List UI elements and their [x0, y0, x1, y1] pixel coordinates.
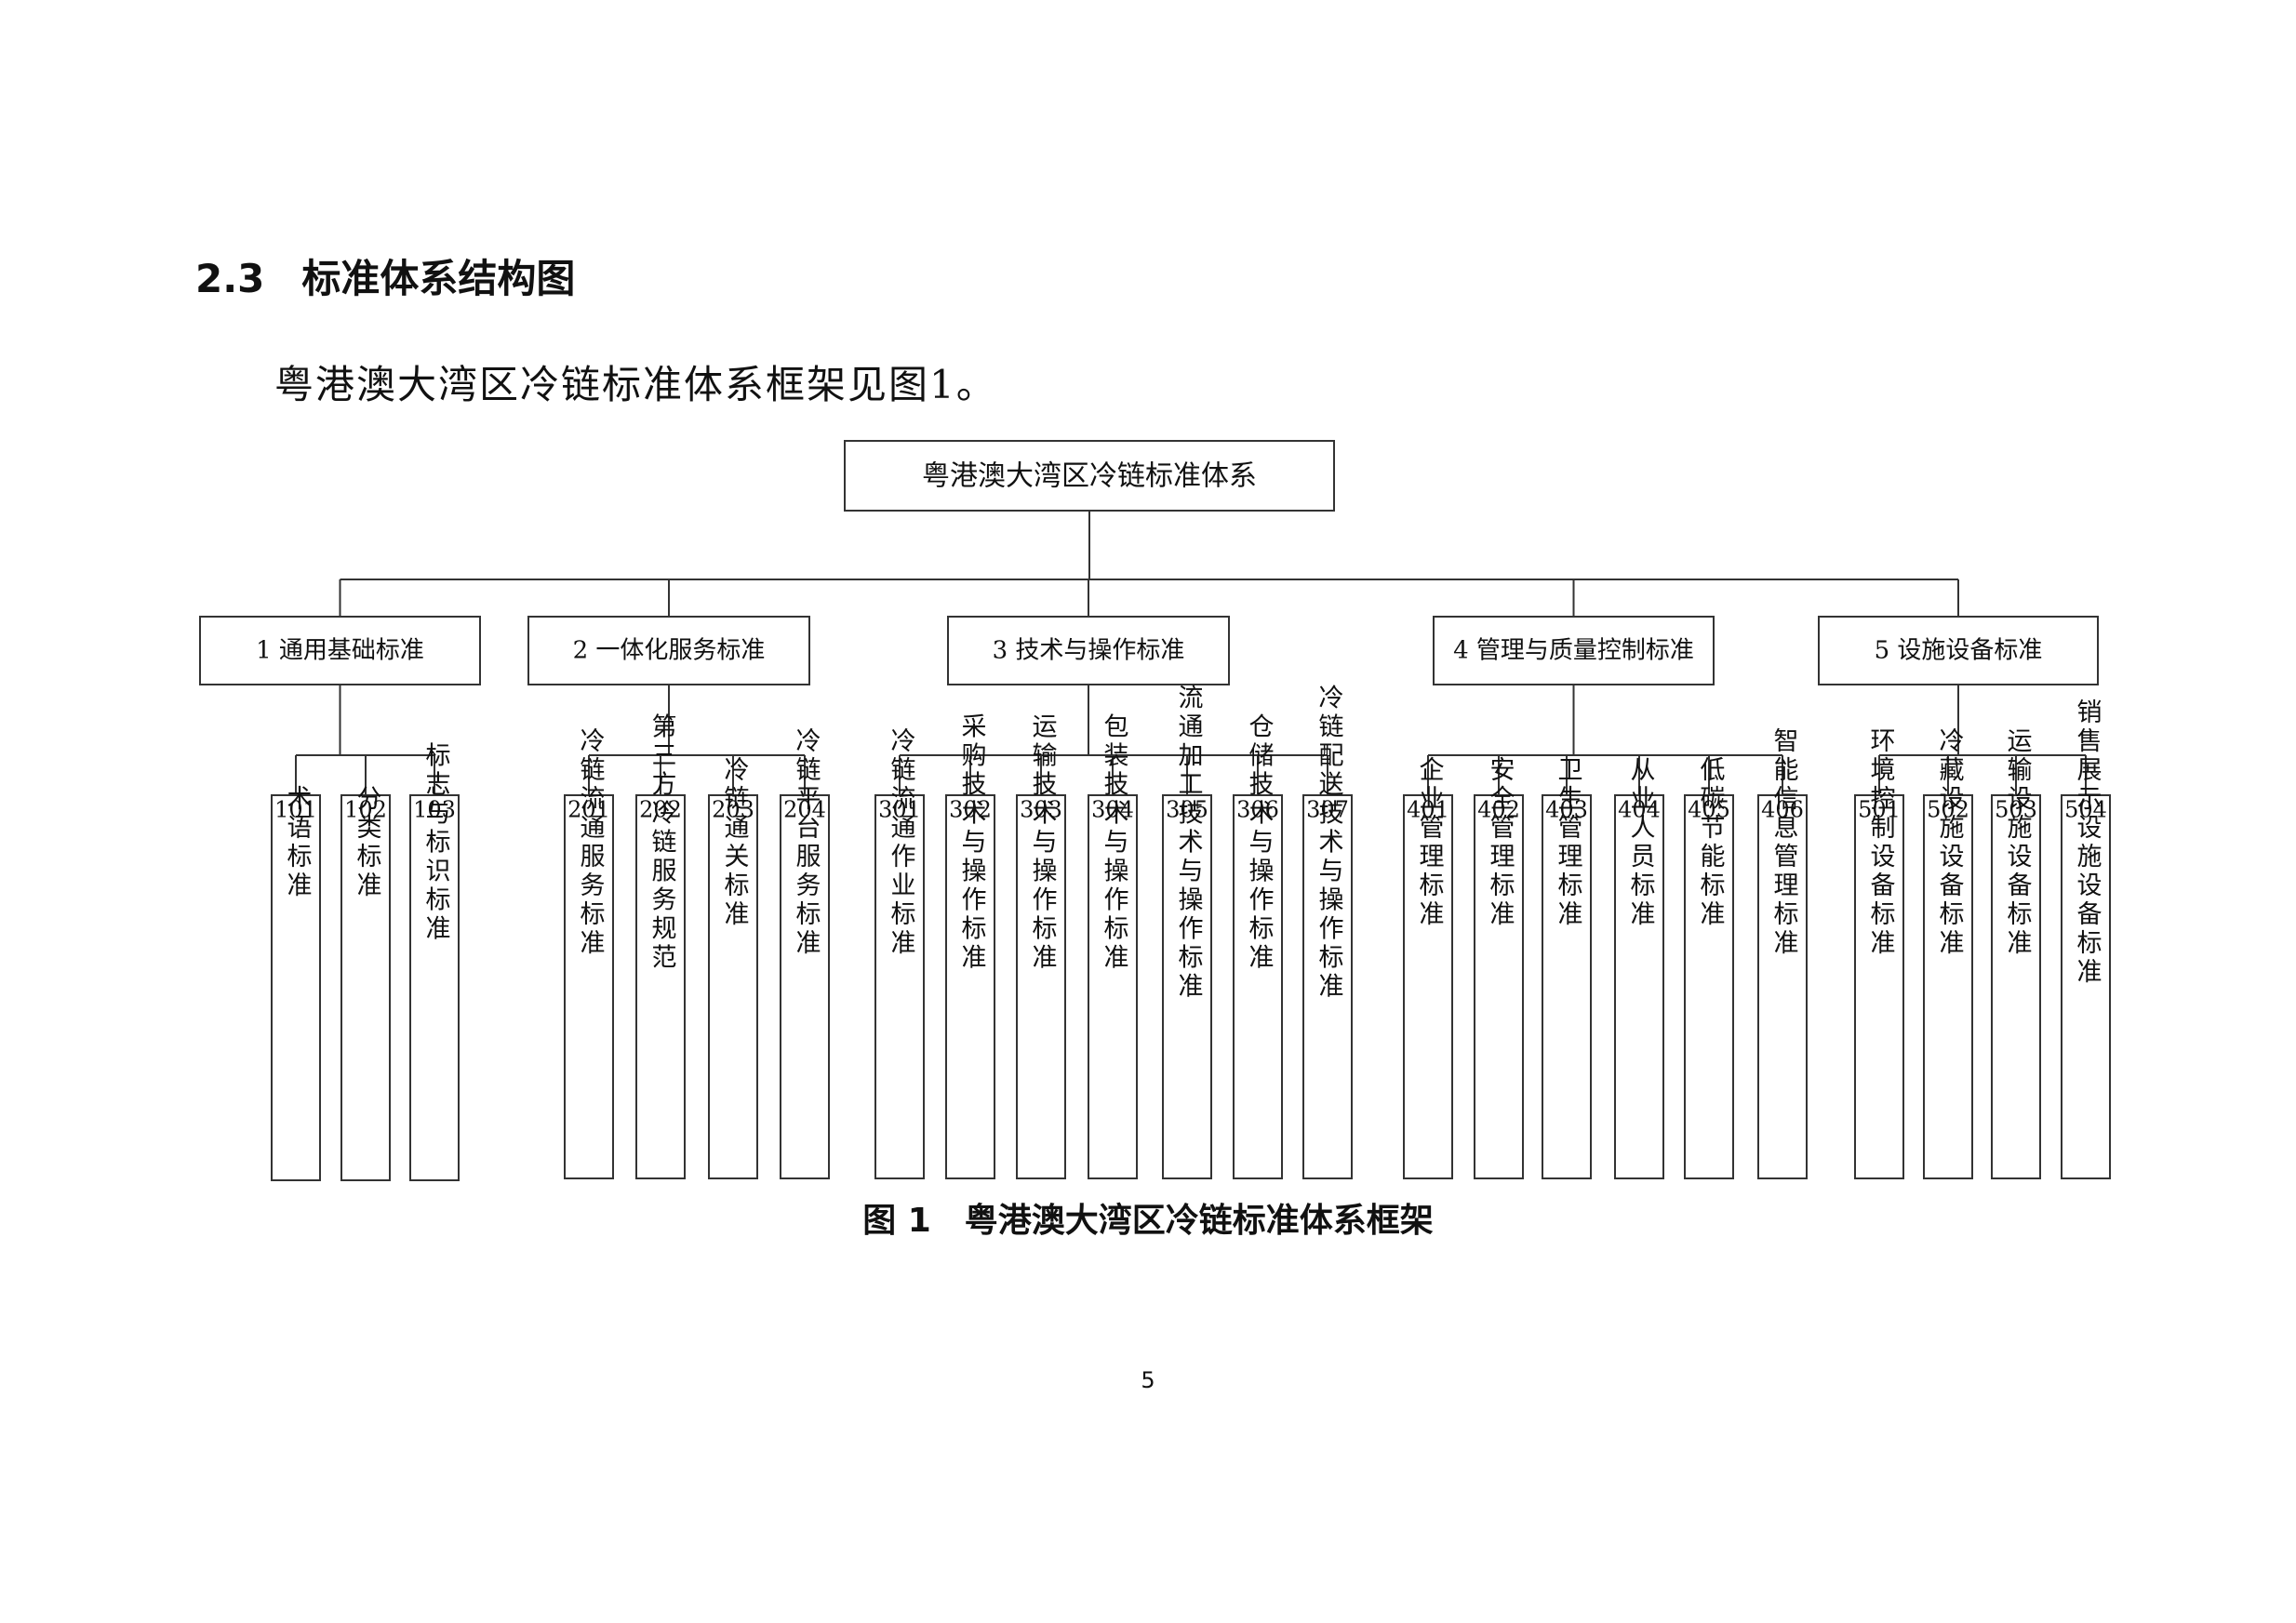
leaf-code: 503 [1995, 797, 2037, 823]
leaf-box [1684, 794, 1734, 1179]
leaf-box [1923, 794, 1973, 1179]
page-number: 5 [1141, 1367, 1155, 1393]
leaf-code: 301 [878, 797, 921, 823]
leaf-box [874, 794, 925, 1179]
category-label: 4 管理与质量控制标准 [1453, 637, 1694, 665]
leaf-code: 302 [949, 797, 992, 823]
intro-paragraph: 粤港澳大湾区冷链标准体系框架见图1。 [274, 362, 997, 407]
leaf-name: 流通加工技术与操作标准 [1174, 684, 1204, 1001]
leaf-code: 306 [1236, 797, 1279, 823]
leaf-code: 401 [1407, 797, 1449, 823]
leaf-code: 403 [1545, 797, 1588, 823]
leaf-code: 504 [2064, 797, 2107, 823]
leaf-box [564, 794, 614, 1179]
section-heading: 2.3 标准体系结构图 [195, 253, 575, 305]
leaf-box [409, 794, 460, 1181]
leaf-box [271, 794, 321, 1181]
leaf-code: 501 [1858, 797, 1901, 823]
leaf-name: 从业人员标准 [1626, 756, 1656, 929]
leaf-code: 203 [712, 797, 754, 823]
leaf-code: 307 [1306, 797, 1349, 823]
root-label: 粤港澳大湾区冷链标准体系 [922, 460, 1257, 493]
leaf-box [1016, 794, 1066, 1179]
leaf-box [1991, 794, 2041, 1179]
leaf-name: 企业管理标准 [1415, 756, 1445, 929]
leaf-code: 202 [639, 797, 682, 823]
category-label: 5 设施设备标准 [1875, 637, 2043, 665]
leaf-box [1088, 794, 1138, 1179]
leaf-code: 201 [567, 797, 610, 823]
leaf-code: 404 [1618, 797, 1661, 823]
leaf-name: 低碳节能标准 [1696, 756, 1726, 929]
leaf-box [1162, 794, 1212, 1179]
leaf-name: 包装技术与操作标准 [1100, 712, 1129, 972]
leaf-code: 101 [274, 797, 317, 823]
section-title: 标准体系结构图 [301, 256, 576, 301]
leaf-name: 冷链平台服务标准 [792, 727, 821, 958]
category-label: 2 一体化服务标准 [573, 637, 766, 665]
leaf-box [945, 794, 995, 1179]
leaf-box [1614, 794, 1664, 1179]
leaf-name: 分类标准 [353, 785, 382, 900]
leaf-name: 销售展示设施设备标准 [2073, 698, 2102, 987]
category-box [1818, 616, 2099, 685]
figure-number: 图 1 [862, 1202, 931, 1240]
leaf-code: 102 [344, 797, 387, 823]
leaf-code: 405 [1688, 797, 1730, 823]
leaf-name: 冷藏设施设备标准 [1935, 727, 1965, 958]
leaf-code: 303 [1020, 797, 1062, 823]
leaf-code: 305 [1166, 797, 1208, 823]
leaf-code: 406 [1761, 797, 1804, 823]
leaf-box [1233, 794, 1283, 1179]
leaf-box [1474, 794, 1524, 1179]
leaf-box [635, 794, 686, 1179]
leaf-name: 安全管理标准 [1486, 756, 1515, 929]
category-box [527, 616, 810, 685]
leaf-name: 卫生管理标准 [1554, 756, 1583, 929]
category-label: 3 技术与操作标准 [993, 637, 1185, 665]
figure-caption: 图 1 粤港澳大湾区冷链标准体系框架 [0, 1199, 2296, 1244]
leaf-box [1854, 794, 1904, 1179]
leaf-name: 冷链流通服务标准 [576, 727, 606, 958]
leaf-box [1403, 794, 1453, 1179]
leaf-box [1542, 794, 1592, 1179]
leaf-name: 采购技术与操作标准 [957, 713, 987, 973]
category-label: 1 通用基础标准 [256, 637, 424, 665]
leaf-box [1302, 794, 1353, 1179]
leaf-code: 304 [1091, 797, 1134, 823]
leaf-name: 术语标准 [283, 785, 313, 900]
leaf-name: 标志与标识标准 [421, 741, 451, 943]
category-box [199, 616, 481, 685]
leaf-code: 502 [1927, 797, 1969, 823]
leaf-name: 运输技术与操作标准 [1028, 713, 1058, 973]
leaf-name: 冷链配送技术与操作标准 [1315, 684, 1344, 1001]
section-number: 2.3 [195, 256, 265, 301]
figure-title: 粤港澳大湾区冷链标准体系框架 [964, 1202, 1434, 1240]
leaf-name: 智能信息管理标准 [1769, 727, 1799, 958]
root-box [844, 440, 1335, 512]
leaf-box [1757, 794, 1808, 1179]
leaf-name: 冷链流通作业标准 [887, 727, 916, 958]
leaf-box [708, 794, 758, 1179]
leaf-box [780, 794, 830, 1179]
leaf-name: 仓储技术与操作标准 [1245, 712, 1275, 972]
leaf-box [2061, 794, 2111, 1179]
leaf-name: 运输设施设备标准 [2003, 727, 2033, 958]
leaf-name: 冷链通关标准 [720, 756, 750, 929]
leaf-name: 第三方冷链服务规范 [647, 712, 677, 972]
leaf-code: 402 [1477, 797, 1520, 823]
leaf-name: 环境控制设备标准 [1866, 727, 1896, 958]
leaf-code: 204 [783, 797, 826, 823]
leaf-code: 103 [413, 797, 456, 823]
leaf-box [340, 794, 391, 1181]
